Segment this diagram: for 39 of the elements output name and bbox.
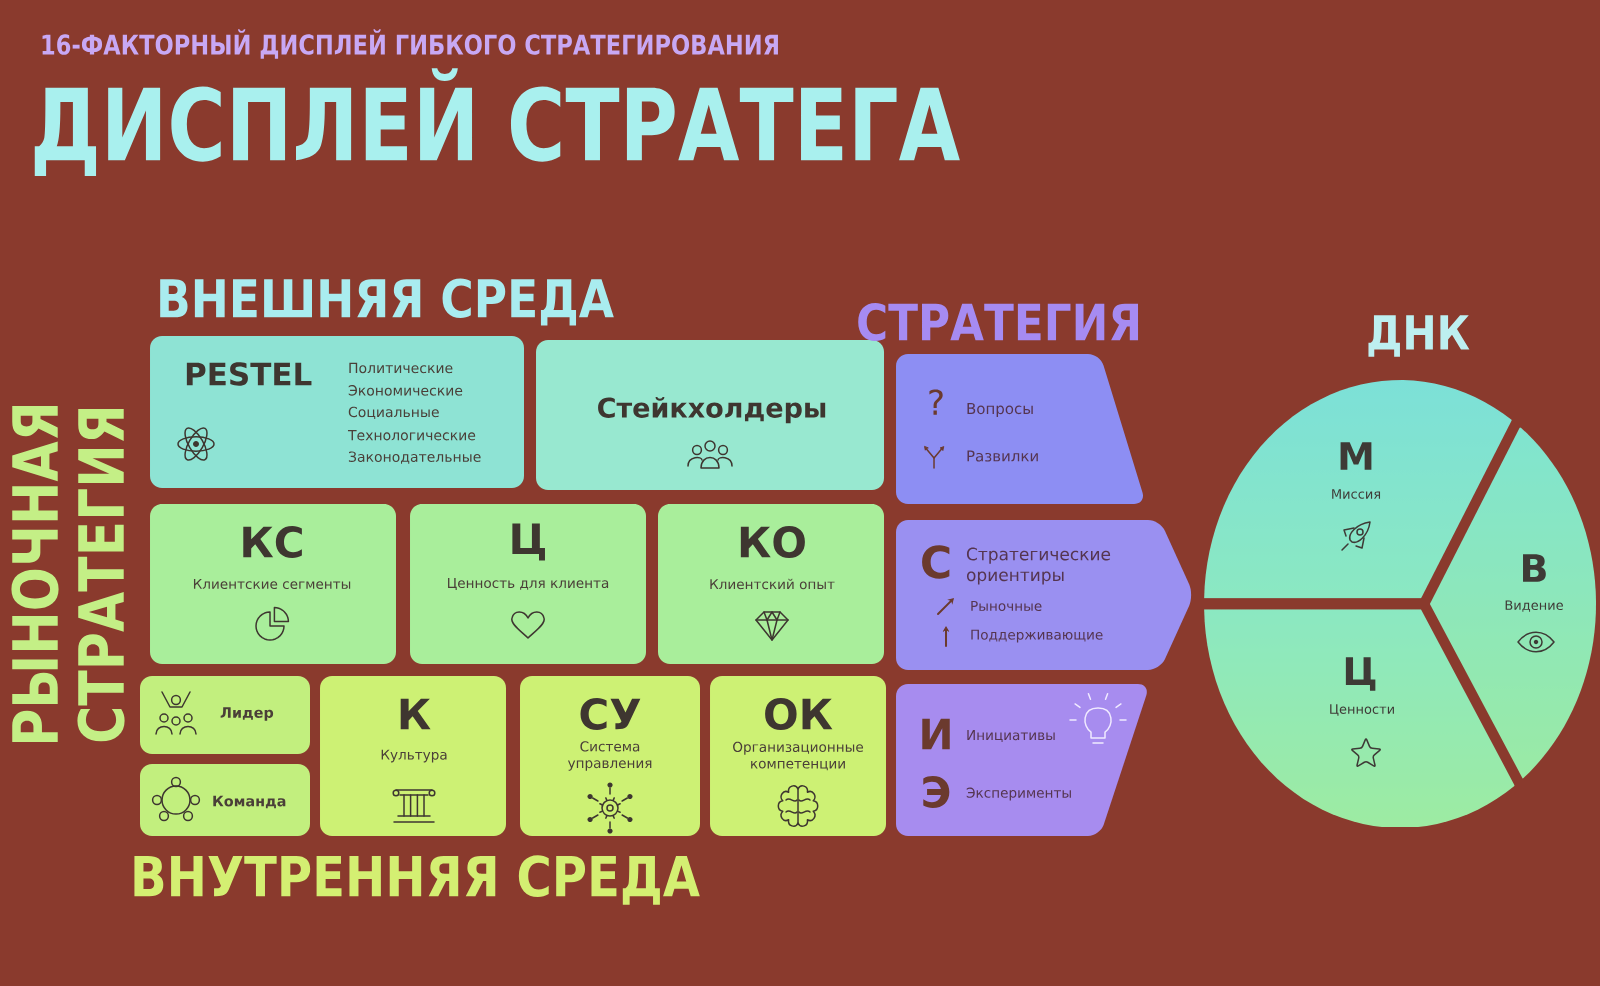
card-heading: Стейкхолдеры — [598, 396, 826, 424]
circle-segment — [1330, 657, 1394, 767]
section-heading: ВНЕШНЯЯ СРЕДА — [160, 278, 614, 326]
card-heading: К — [400, 698, 431, 730]
card-heading: СУ — [580, 698, 641, 730]
subtitle: 16-ФАКТОРНЫЙ ДИСПЛЕЙ ГИБКОГО СТРАТЕГИРОВАНИЯ — [42, 29, 778, 59]
card-heading: ОК — [765, 698, 833, 730]
title: ДИСПЛЕЙ СТРАТЕГА — [34, 68, 960, 176]
section-heading: ВНУТРЕННЯЯ СРЕДА — [134, 855, 700, 905]
chevron-block — [896, 520, 1192, 670]
card-heading: PESTEL — [186, 362, 312, 386]
factor-card — [658, 504, 884, 664]
circle-segment — [1332, 442, 1381, 551]
factor-card — [410, 504, 646, 664]
card-heading: Ц — [512, 523, 545, 561]
factor-card — [536, 340, 884, 490]
card-heading: В — [1523, 554, 1546, 582]
card-heading: М — [1340, 442, 1372, 470]
section-heading: ДНК — [1368, 315, 1470, 357]
card-heading: С — [922, 545, 950, 579]
chevron-block — [896, 684, 1147, 836]
factor-card — [710, 676, 886, 836]
card-heading: Ц — [1345, 657, 1376, 691]
vertical-heading: РЫНОЧНАЯ СТРАТЕГИЯ — [11, 406, 125, 742]
card-heading: Э — [923, 776, 950, 808]
factor-card — [140, 764, 310, 836]
chevron-block — [896, 354, 1143, 504]
factor-card — [150, 504, 396, 664]
factor-card — [150, 336, 524, 488]
card-heading: И — [922, 718, 950, 750]
question-mark: ? — [929, 389, 943, 415]
card-heading: КС — [243, 526, 302, 558]
section-heading: СТРАТЕГИЯ — [858, 303, 1139, 342]
card-heading: КО — [740, 526, 805, 558]
card-text: Стратегические ориентиры — [966, 547, 1111, 585]
factor-card — [140, 676, 310, 754]
factor-card — [320, 676, 506, 836]
factor-card — [520, 676, 700, 836]
circle-segment — [1505, 554, 1563, 653]
